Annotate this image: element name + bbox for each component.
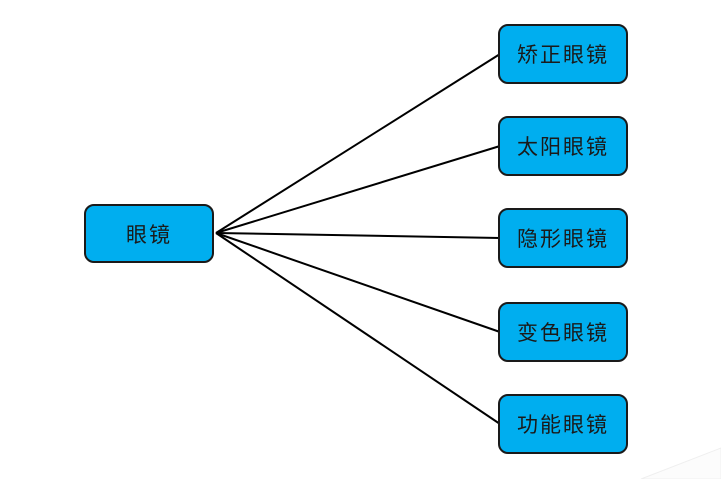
node-functional-glasses-label: 功能眼镜 [517,413,609,437]
node-photochromic-glasses: 变色眼镜 [498,302,628,362]
node-glasses: 眼镜 [84,204,214,263]
node-contact-lenses-label: 隐形眼镜 [517,227,609,251]
edge-root-corrective [215,53,501,234]
edge-root-sunglasses [215,145,501,234]
node-sunglasses-label: 太阳眼镜 [517,135,609,159]
node-contact-lenses: 隐形眼镜 [498,208,628,268]
node-corrective-glasses: 矫正眼镜 [498,24,628,84]
edge-root-functional [215,232,501,425]
node-photochromic-glasses-label: 变色眼镜 [517,321,609,345]
edge-root-photochromic [215,232,501,333]
node-corrective-glasses-label: 矫正眼镜 [517,43,609,67]
node-sunglasses: 太阳眼镜 [498,116,628,176]
corner-fold-artifact [640,447,721,479]
node-functional-glasses: 功能眼镜 [498,394,628,454]
edge-root-contact [215,232,501,239]
node-glasses-label: 眼镜 [126,222,172,247]
